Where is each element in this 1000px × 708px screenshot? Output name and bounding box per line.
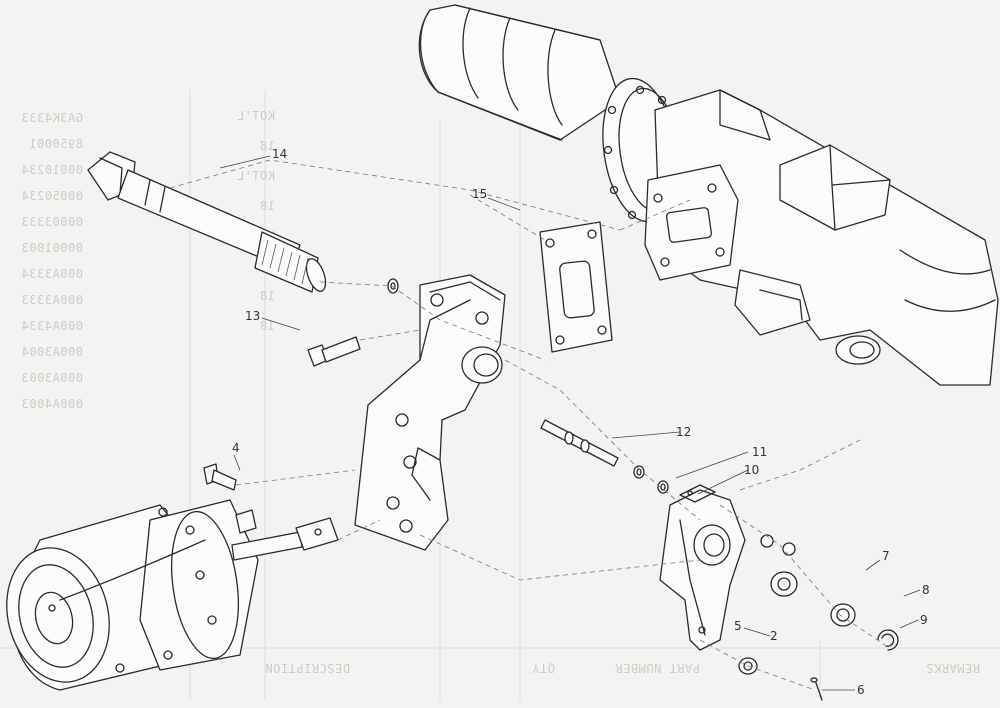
callout-9: 9 — [920, 613, 928, 627]
brake-chamber — [6, 499, 339, 691]
hex-bolt — [307, 336, 361, 367]
callout-2: 2 — [770, 629, 778, 643]
callout-4: 4 — [232, 441, 240, 455]
washer-10a — [760, 534, 774, 548]
washer-small-upper — [387, 278, 399, 294]
show-through-part-number: 000A3333 — [21, 293, 83, 307]
show-through-qty: 18 — [260, 289, 275, 303]
callout-numbers: 14 13 15 12 11 10 4 2 5 6 7 8 9 — [232, 147, 930, 697]
callout-leaders — [219, 155, 921, 691]
spring-washer — [830, 603, 856, 627]
callout-5: 5 — [734, 619, 742, 633]
show-through-part-number: GA3K4333 — [21, 111, 83, 125]
show-through-qty: 18 — [260, 199, 275, 213]
slack-adjuster — [659, 484, 746, 651]
chamber-bracket — [354, 274, 506, 551]
assembly-lines — [169, 159, 886, 691]
callout-15: 15 — [472, 187, 487, 201]
show-through-part-number: 000A4334 — [21, 319, 83, 333]
show-through-qty: 18 — [260, 139, 275, 153]
snap-ring — [877, 629, 899, 651]
callout-10: 10 — [744, 463, 759, 477]
nut-10b — [782, 542, 796, 556]
flat-washer — [770, 571, 798, 597]
callout-14: 14 — [272, 147, 287, 161]
shaft-pin — [540, 419, 619, 467]
show-through-part-number: 00003333 — [21, 215, 83, 229]
show-through-qty: KOT'L — [236, 109, 275, 123]
clamp-bolts — [115, 507, 217, 673]
callout-13: 13 — [245, 309, 260, 323]
callout-12: 12 — [676, 425, 691, 439]
show-through-qty: 18 — [260, 319, 275, 333]
gasket — [539, 221, 613, 353]
callout-7: 7 — [882, 549, 890, 563]
washer-12 — [633, 465, 645, 479]
show-through-header: DESCRIPTION — [265, 661, 350, 675]
show-through-part-number: 000A3334 — [21, 267, 83, 281]
show-through-header: REMARKS — [926, 661, 980, 675]
axle-housing — [418, 4, 999, 386]
callout-11: 11 — [752, 445, 767, 459]
cotter-pin — [810, 677, 823, 701]
washer-11 — [657, 480, 669, 494]
show-through-qty: KOT'L — [236, 169, 275, 183]
show-through-part-number: 00001003 — [21, 241, 83, 255]
callout-6: 6 — [857, 683, 865, 697]
show-through-part-number: 00010234 — [21, 163, 83, 177]
show-through-header: QTY — [532, 661, 555, 675]
show-through-part-number: 00050234 — [21, 189, 83, 203]
show-through-part-number: 000A3004 — [21, 345, 83, 359]
callout-8: 8 — [922, 583, 930, 597]
show-through-part-number: 8950001 — [29, 137, 83, 151]
camshaft — [87, 151, 327, 293]
show-through-header: PART NUMBER — [615, 661, 700, 675]
show-through-part-number: 000A3003 — [21, 371, 83, 385]
show-through-part-number: 000A4003 — [21, 397, 83, 411]
stud — [203, 463, 237, 491]
